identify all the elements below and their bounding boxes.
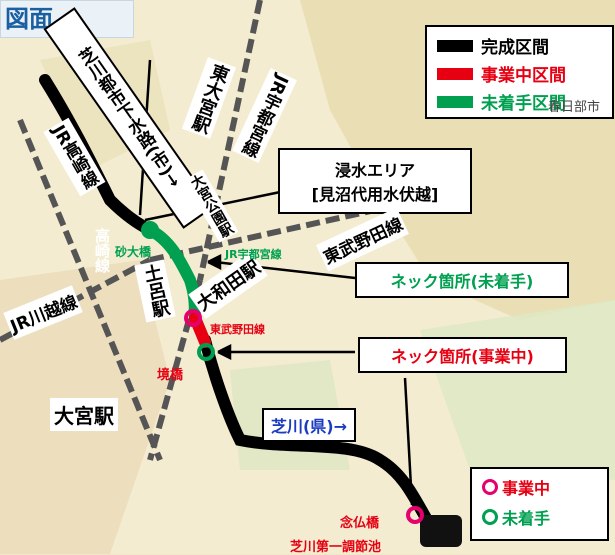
unstarted-marker [141, 221, 159, 239]
place-label-kasukabe: 春日部市 [548, 100, 601, 115]
status-item-unstarted: 未着手 [482, 505, 550, 529]
ring-icon [482, 509, 498, 525]
status-label: 事業中 [502, 479, 551, 498]
point-label-nenbutsubashi: 念仏橋 [340, 516, 380, 531]
flood-area-subtitle: [見沼代用水伏越] [311, 185, 439, 204]
flood-area-callout: 浸水エリア [見沼代用水伏越] [278, 148, 472, 214]
legend-item-unstarted: 未着手区間 [437, 89, 566, 114]
river-callout: 芝川(県)→ [262, 408, 356, 442]
rail-label-jr-utsunomiya-small: JR宇都宮線 [225, 248, 282, 261]
status-legend-box: 事業中 未着手 [470, 467, 609, 541]
rail-label-tobu-noda-small: 東武野田線 [210, 323, 265, 336]
legend-box: 完成区間 事業中区間 未着手区間 [425, 25, 614, 119]
point-label-sakaibashi: 境橋 [157, 368, 184, 383]
in-progress-marker [184, 309, 202, 327]
unstarted-marker [197, 343, 215, 361]
legend-swatch [437, 39, 473, 52]
jr-utsunomiya-rail [197, 0, 263, 281]
legend-item-completed: 完成区間 [437, 33, 549, 58]
legend-label: 事業中区間 [481, 66, 566, 86]
completed-section [39, 74, 156, 236]
legend-label: 完成区間 [481, 38, 549, 58]
legend-item-in-progress: 事業中区間 [437, 61, 566, 86]
flood-area-title: 浸水エリア [334, 161, 415, 180]
completed-section [199, 334, 436, 531]
unstarted-section [144, 224, 201, 326]
point-label-shibakawa-pond: 芝川第一調節池 [290, 540, 382, 555]
station-omiya: 大宮駅 [50, 398, 118, 431]
in-progress-marker [406, 506, 424, 524]
rail-label-takasaki: 高崎線 [93, 228, 111, 273]
point-label-sunaohashi: 砂大橋 [115, 245, 152, 259]
reservoir-shape [420, 515, 462, 547]
legend-swatch [437, 67, 473, 80]
status-item-in-progress: 事業中 [482, 475, 550, 499]
neck-in-progress-callout: ネック箇所(事業中) [358, 337, 567, 373]
status-label: 未着手 [502, 509, 551, 528]
legend-label: 未着手区間 [481, 94, 566, 114]
legend-swatch [437, 95, 473, 108]
neck-unstarted-callout: ネック箇所(未着手) [355, 262, 569, 298]
ring-icon [482, 479, 498, 495]
